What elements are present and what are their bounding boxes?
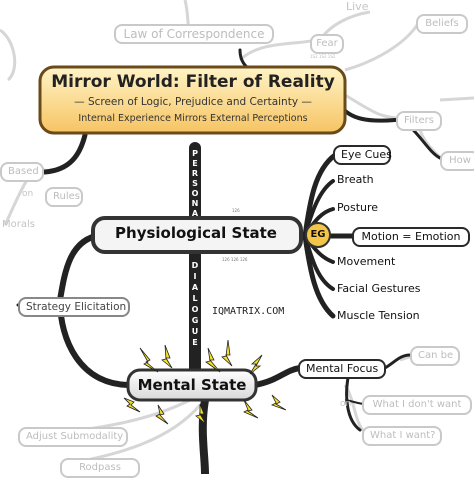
branch-eye-cues[interactable]: Eye Cues: [333, 145, 392, 165]
central-subtitle: — Screen of Logic, Prejudice and Certain…: [74, 96, 312, 108]
svg-text:N: N: [192, 199, 199, 208]
morals-node[interactable]: Morals: [2, 219, 35, 230]
mental-title: Mental State: [137, 376, 247, 394]
what-i-dont-want[interactable]: What I don't want: [362, 395, 472, 415]
branch-posture[interactable]: Posture: [337, 201, 379, 214]
physiological-title: Physiological State: [115, 224, 277, 242]
based-node[interactable]: Based: [0, 162, 44, 182]
svg-text:L: L: [192, 294, 197, 303]
svg-text:E: E: [192, 338, 197, 347]
mental-node[interactable]: [126, 368, 258, 402]
svg-text:U: U: [192, 327, 199, 336]
rules-node[interactable]: Rules: [45, 187, 83, 207]
branch-muscle-tension[interactable]: Muscle Tension: [337, 309, 420, 322]
physiological-node[interactable]: [91, 216, 303, 254]
branch-facial-gestures[interactable]: Facial Gestures: [337, 282, 421, 295]
svg-text:O: O: [192, 305, 199, 314]
lightning-sparks: [123, 339, 287, 425]
svg-text:D: D: [192, 261, 199, 270]
law-of-correspondence[interactable]: Law of Correspondence: [114, 24, 274, 44]
svg-text:A: A: [192, 209, 199, 218]
svg-text:E: E: [192, 159, 197, 168]
on-label: on: [22, 189, 34, 199]
beliefs-node[interactable]: Beliefs: [416, 14, 468, 34]
can-be-node[interactable]: Can be: [410, 346, 460, 366]
adjust-submodality[interactable]: Adjust Submodality: [18, 427, 128, 447]
number-top: 126: [232, 208, 240, 213]
svg-text:S: S: [192, 179, 198, 188]
svg-text:P: P: [192, 149, 198, 158]
svg-text:O: O: [192, 189, 199, 198]
mental-focus[interactable]: Mental Focus: [298, 359, 386, 379]
svg-text:R: R: [192, 169, 198, 178]
svg-text:G: G: [192, 316, 199, 325]
watermark: IQMATRIX.COM: [212, 306, 285, 317]
live-node[interactable]: Live: [346, 0, 369, 13]
eg-label: EG: [310, 229, 326, 240]
fear-node[interactable]: Fear: [310, 34, 344, 54]
strategy-elicitation[interactable]: Strategy Elicitation: [18, 297, 130, 317]
branch-breath[interactable]: Breath: [337, 173, 374, 186]
fear-numbers: 1S2 1S2 1S2: [310, 54, 336, 59]
eg-badge: [305, 222, 331, 248]
what-i-want[interactable]: What I want?: [362, 426, 442, 446]
filters-node[interactable]: Filters: [396, 111, 442, 131]
dialogue-label: DIA LOG UE: [192, 261, 199, 347]
branch-movement[interactable]: Movement: [337, 255, 396, 268]
branch-motion-emotion[interactable]: Motion = Emotion: [352, 227, 470, 247]
central-title: Mirror World: Filter of Reality: [51, 72, 335, 92]
how-node[interactable]: How: [440, 151, 474, 171]
svg-text:A: A: [192, 283, 199, 292]
svg-text:I: I: [194, 272, 197, 281]
central-node[interactable]: [38, 65, 347, 135]
central-caption: Internal Experience Mirrors External Per…: [78, 113, 308, 124]
bottom-faded-node[interactable]: Rodpass: [60, 458, 140, 478]
number-bottom: 126 126 126: [222, 257, 248, 262]
on-label-2: on: [340, 399, 352, 409]
